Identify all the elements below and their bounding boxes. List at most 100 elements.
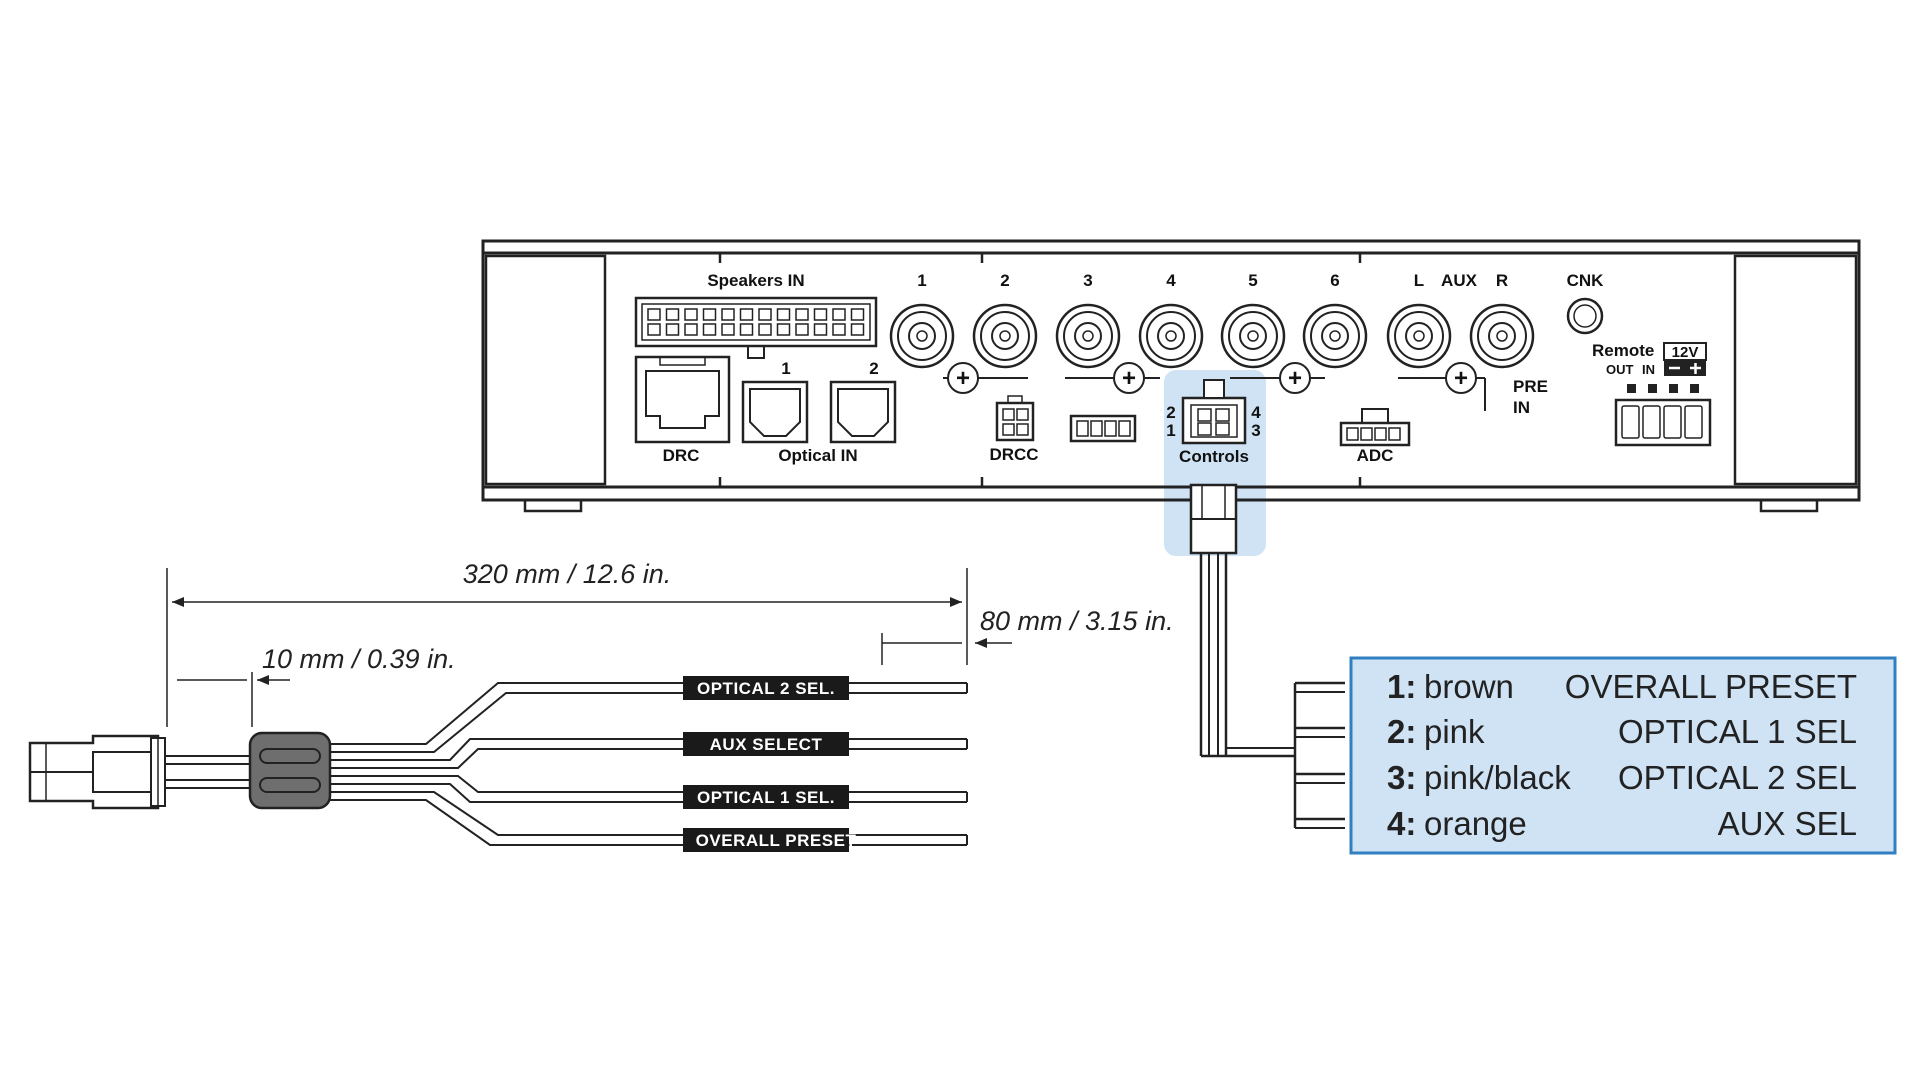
optical-2-connector [829,380,897,444]
wire-tag-overall-preset: OVERALL PRESET [683,828,856,852]
remote-12v-box [1663,342,1707,361]
controls-pin-4: 4 [1251,403,1261,422]
legend-function-3: OPTICAL 2 SEL [1618,759,1857,796]
speaker-pin [647,308,661,321]
speaker-pin [758,323,772,336]
pinout-legend: 1: brown OVERALL PRESET 2: pink OPTICAL … [1349,656,1897,855]
rca-jacks [889,303,1535,369]
aux-4pin-connector [1069,414,1137,443]
speaker-pin [702,308,717,321]
legend-function-1: OVERALL PRESET [1565,668,1857,705]
pre-in-label-line1: PRE [1513,377,1548,396]
harness-plug [28,734,166,810]
svg-text:OPTICAL 2 SEL.: OPTICAL 2 SEL. [697,679,835,698]
speaker-pin [684,308,698,321]
rca-jack-8 [1469,303,1535,369]
optical-in-label: Optical IN [778,446,857,465]
device-body [481,239,1861,513]
legend-num-4: 4: [1387,805,1416,842]
rca-jack-7 [1386,303,1452,369]
speaker-pin [776,323,791,336]
legend-bracket [1293,681,1345,829]
remote-terminal [1614,384,1712,447]
speaker-pin [739,323,754,336]
channel-label-3: 3 [1083,271,1092,290]
speaker-pin [813,323,828,336]
wire-tag-aux-select: AUX SELECT [683,732,849,756]
speaker-pin [758,308,772,321]
dimension-tail [881,633,1012,665]
speaker-pin [813,308,828,321]
wire-tag-optical-1: OPTICAL 1 SEL. [683,785,849,809]
channel-label-4: 4 [1166,271,1176,290]
rca-jack-3 [1055,303,1121,369]
drcc-connector [995,395,1035,442]
speaker-pin [721,323,735,336]
remote-out-label: OUT [1606,362,1634,377]
drc-label: DRC [663,446,700,465]
svg-text:+: + [1454,365,1468,392]
channel-label-2: 2 [1000,271,1009,290]
svg-text:+: + [956,365,970,392]
controls-plug [1189,483,1238,555]
drc-connector [634,355,731,444]
legend-num-2: 2: [1387,713,1416,750]
legend-color-3: pink/black [1424,759,1571,796]
speaker-pin [665,308,680,321]
speaker-pin [647,323,661,336]
controls-connector [1181,379,1247,445]
legend-color-1: brown [1424,668,1514,705]
plus-marker-1-2: + [947,362,979,394]
svg-text:+: + [1122,365,1136,392]
legend-color-2: pink [1424,713,1485,750]
speaker-pin [776,308,791,321]
speaker-pin [795,308,809,321]
rca-jack-5 [1220,303,1286,369]
optical-1-connector [741,380,809,444]
legend-function-2: OPTICAL 1 SEL [1618,713,1857,750]
legend-num-1: 1: [1387,668,1416,705]
speakers-in-connector [634,296,878,359]
rca-jack-2 [972,303,1038,369]
remote-polarity-icon [1664,361,1706,376]
speaker-pin [850,323,865,336]
aux-label: AUX [1441,271,1478,290]
svg-text:AUX SELECT: AUX SELECT [710,735,823,754]
svg-text:OPTICAL 1 SEL.: OPTICAL 1 SEL. [697,788,835,807]
speakers-in-label: Speakers IN [707,271,804,290]
controls-label: Controls [1179,447,1249,466]
adc-connector [1339,408,1411,447]
dimension-total-label: 320 mm / 12.6 in. [463,559,672,589]
pre-in-label-line2: IN [1513,398,1530,417]
controls-pin-3: 3 [1251,421,1260,440]
plus-marker-aux: + [1445,362,1477,394]
plus-marker-5-6: + [1279,362,1311,394]
legend-function-4: AUX SEL [1718,805,1857,842]
speaker-pin [721,308,735,321]
rca-jack-1 [889,303,955,369]
adc-label: ADC [1357,446,1394,465]
speaker-pin [832,323,846,336]
dimension-ferrite-label: 10 mm / 0.39 in. [262,644,456,674]
speaker-pin [665,323,680,336]
svg-text:OVERALL PRESET: OVERALL PRESET [696,831,857,850]
speaker-pin [832,308,846,321]
optical-1-label: 1 [781,359,790,378]
legend-num-3: 3: [1387,759,1416,796]
remote-12v-label: 12V [1672,344,1699,361]
dimension-tail-label: 80 mm / 3.15 in. [980,606,1174,636]
drcc-label: DRCC [989,445,1038,464]
ferrite-core [248,731,332,810]
channel-label-1: 1 [917,271,926,290]
speaker-pin [702,323,717,336]
cnk-jack [1566,297,1604,335]
aux-l-label: L [1414,271,1424,290]
svg-text:+: + [1288,365,1302,392]
controls-pin-1: 1 [1166,421,1175,440]
remote-in-label: IN [1642,362,1655,377]
remote-label: Remote [1592,341,1654,360]
speaker-pin [684,323,698,336]
rca-jack-4 [1138,303,1204,369]
